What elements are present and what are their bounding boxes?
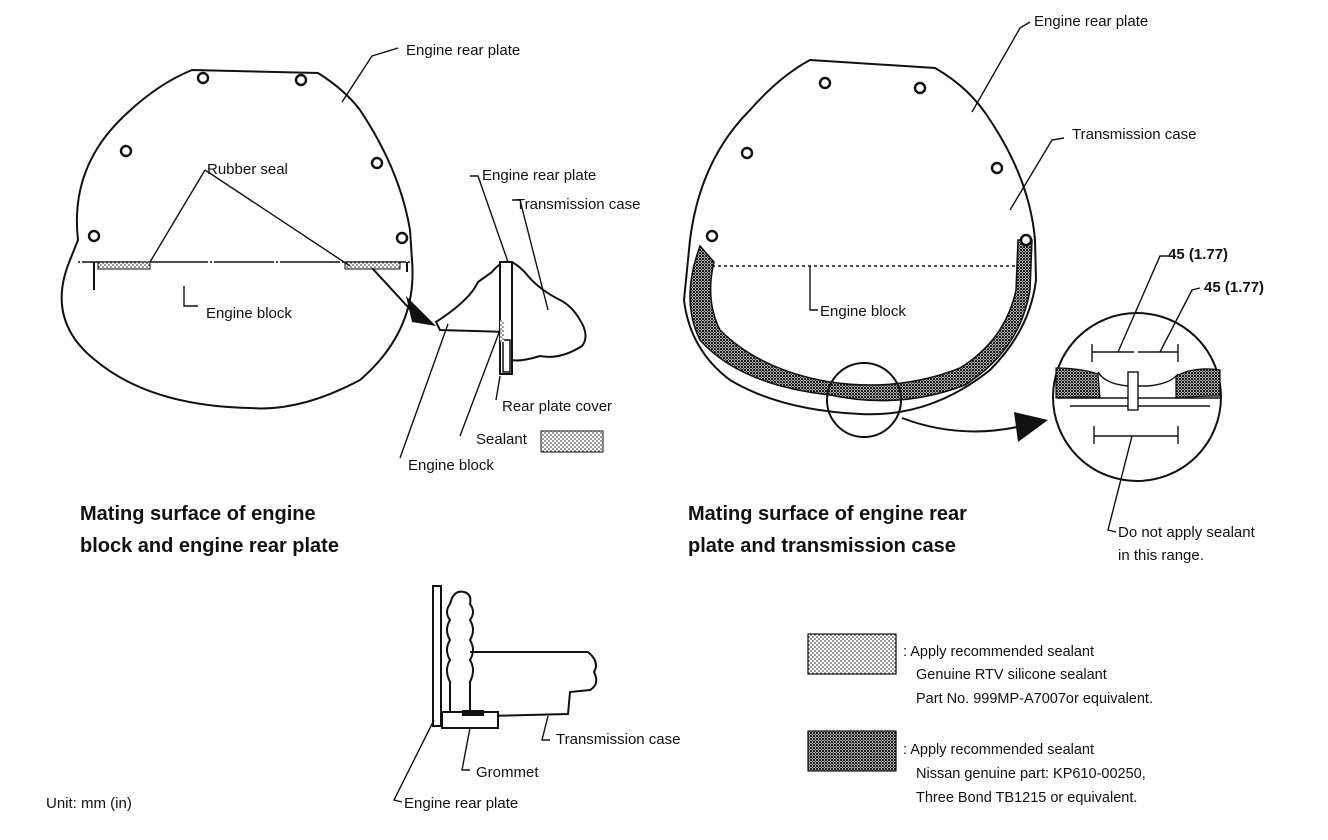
caption-right-line1: Mating surface of engine rear — [688, 503, 967, 525]
label-no-sealant-1: Do not apply sealant — [1118, 524, 1256, 541]
label-rear-plate-cover: Rear plate cover — [502, 398, 612, 415]
sealant-swatch — [540, 430, 604, 453]
legend-light-sealant-swatch — [807, 633, 897, 675]
label-engine-block-detail: Engine block — [408, 457, 494, 474]
magnified-detail — [1052, 255, 1222, 533]
label-engine-rear-plate-bottom: Engine rear plate — [404, 795, 518, 812]
legend-dark-line3: Three Bond TB1215 or equivalent. — [916, 790, 1137, 806]
section-detail — [399, 175, 604, 459]
label-transmission-case-bottom: Transmission case — [556, 731, 680, 748]
label-engine-block-left: Engine block — [206, 305, 292, 322]
label-transmission-case-right: Transmission case — [1072, 126, 1196, 143]
caption-right-line2: plate and transmission case — [688, 535, 956, 557]
label-no-sealant-2: in this range. — [1118, 547, 1204, 564]
legend-light-line3: Part No. 999MP-A7007or equivalent. — [916, 691, 1153, 707]
legend-light-line1: : Apply recommended sealant — [903, 644, 1094, 660]
label-sealant: Sealant — [476, 431, 528, 448]
left-engine-rear-plate — [60, 47, 436, 410]
grommet-section — [392, 585, 598, 803]
right-transmission-case — [682, 21, 1065, 442]
label-grommet: Grommet — [476, 764, 539, 781]
label-dimension-1: 45 (1.77) — [1168, 246, 1228, 263]
caption-left-line1: Mating surface of engine — [80, 503, 316, 525]
legend-dark-line1: : Apply recommended sealant — [903, 742, 1094, 758]
label-engine-rear-plate-left: Engine rear plate — [406, 42, 520, 59]
legend-light-line2: Genuine RTV silicone sealant — [916, 667, 1107, 683]
left-rubber-seal-strip — [97, 261, 151, 270]
label-engine-rear-plate-detail: Engine rear plate — [482, 167, 596, 184]
caption-left-line2: block and engine rear plate — [80, 535, 339, 557]
legend-dark-line2: Nissan genuine part: KP610-00250, — [916, 766, 1146, 782]
unit-label: Unit: mm (in) — [46, 795, 132, 812]
label-dimension-2: 45 (1.77) — [1204, 279, 1264, 296]
legend-dark-sealant-swatch — [807, 730, 897, 772]
label-engine-block-right: Engine block — [820, 303, 906, 320]
label-engine-rear-plate-right: Engine rear plate — [1034, 13, 1148, 30]
label-transmission-case-detail: Transmission case — [516, 196, 640, 213]
label-rubber-seal: Rubber seal — [207, 161, 288, 178]
